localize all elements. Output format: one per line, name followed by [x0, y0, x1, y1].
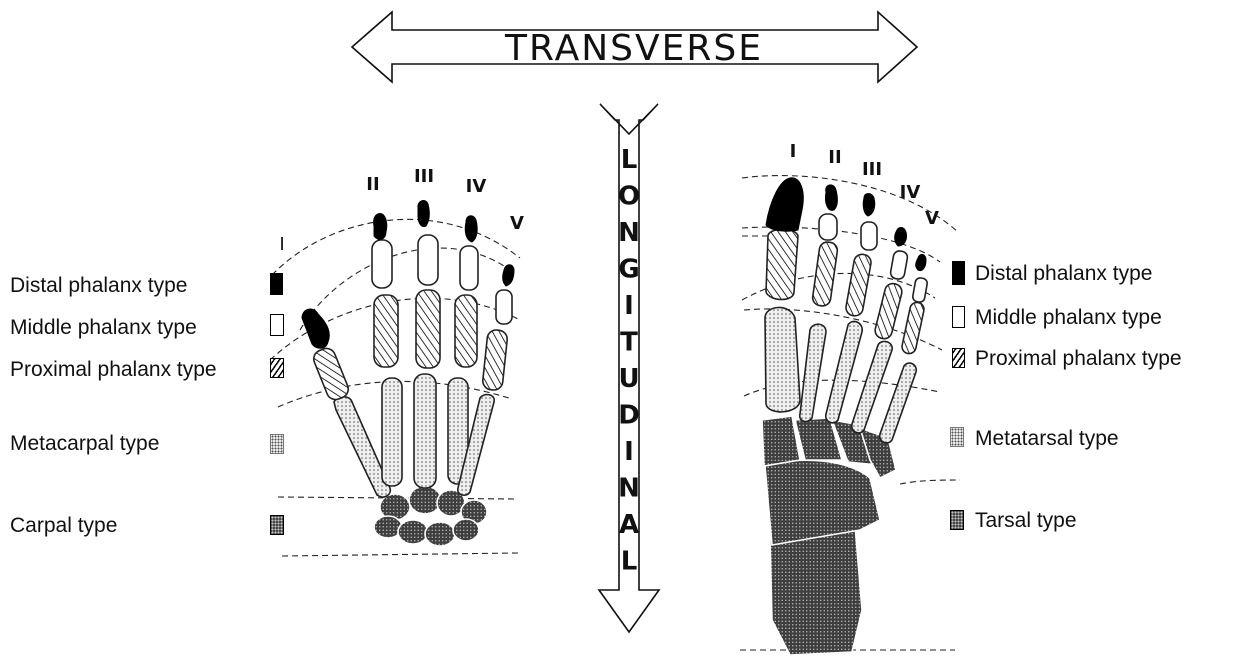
foot-digit-III: III	[862, 159, 882, 180]
longitudinal-letter: O	[618, 182, 640, 212]
longitudinal-letter: G	[618, 255, 639, 285]
longitudinal-letter: U	[618, 364, 639, 394]
foot-digit-IV: IV	[900, 182, 921, 203]
foot-skeleton: I II III IV V	[740, 141, 960, 655]
foot-legend-proximal-label: Proximal phalanx type	[975, 347, 1182, 371]
foot-digit-II: II	[828, 147, 841, 168]
hand-legend-metacarpal-swatch	[270, 434, 284, 454]
foot-digit-V: V	[925, 208, 939, 229]
foot-legend-distal-label: Distal phalanx type	[975, 262, 1152, 286]
transverse-label: TRANSVERSE	[504, 28, 763, 69]
longitudinal-letter: I	[624, 291, 634, 321]
hand-skeleton: I II III IV V	[270, 166, 524, 556]
longitudinal-letter: N	[618, 474, 640, 504]
hand-digit-I: I	[279, 234, 284, 255]
transverse-arrow: TRANSVERSE	[352, 12, 917, 82]
longitudinal-letter: I	[624, 437, 634, 467]
foot-legend-metatarsal-swatch	[950, 427, 964, 447]
foot-legend-middle-label: Middle phalanx type	[975, 306, 1162, 330]
longitudinal-letter: N	[618, 218, 640, 248]
longitudinal-letter: L	[621, 145, 638, 175]
hand-legend-carpal-label: Carpal type	[10, 514, 117, 538]
longitudinal-letter: A	[619, 510, 639, 540]
foot-digit-I: I	[790, 141, 797, 162]
hand-digit-IV: IV	[466, 176, 487, 197]
hand-legend-middle-label: Middle phalanx type	[10, 316, 197, 340]
hand-legend-middle-swatch	[270, 314, 284, 336]
hand-digit-III: III	[414, 166, 434, 187]
hand-legend-proximal-swatch	[270, 358, 284, 378]
foot-legend-metatarsal-label: Metatarsal type	[975, 427, 1119, 451]
longitudinal-letter: L	[621, 547, 638, 577]
hand-legend-proximal-label: Proximal phalanx type	[10, 358, 217, 382]
hand-digit-II: II	[366, 174, 379, 195]
foot-legend-proximal-swatch	[952, 348, 965, 368]
foot-legend-middle-swatch	[952, 306, 965, 328]
hand-legend-distal-label: Distal phalanx type	[10, 274, 187, 298]
hand-legend-metacarpal-label: Metacarpal type	[10, 432, 159, 456]
longitudinal-letter: D	[618, 401, 640, 431]
hand-digit-V: V	[510, 213, 524, 234]
longitudinal-letter: T	[620, 328, 638, 358]
foot-legend-distal-swatch	[952, 261, 965, 285]
hand-legend-distal-swatch	[270, 273, 283, 295]
foot-legend-tarsal-swatch	[950, 510, 964, 530]
foot-legend-tarsal-label: Tarsal type	[975, 509, 1077, 533]
hand-legend-carpal-swatch	[270, 515, 284, 535]
